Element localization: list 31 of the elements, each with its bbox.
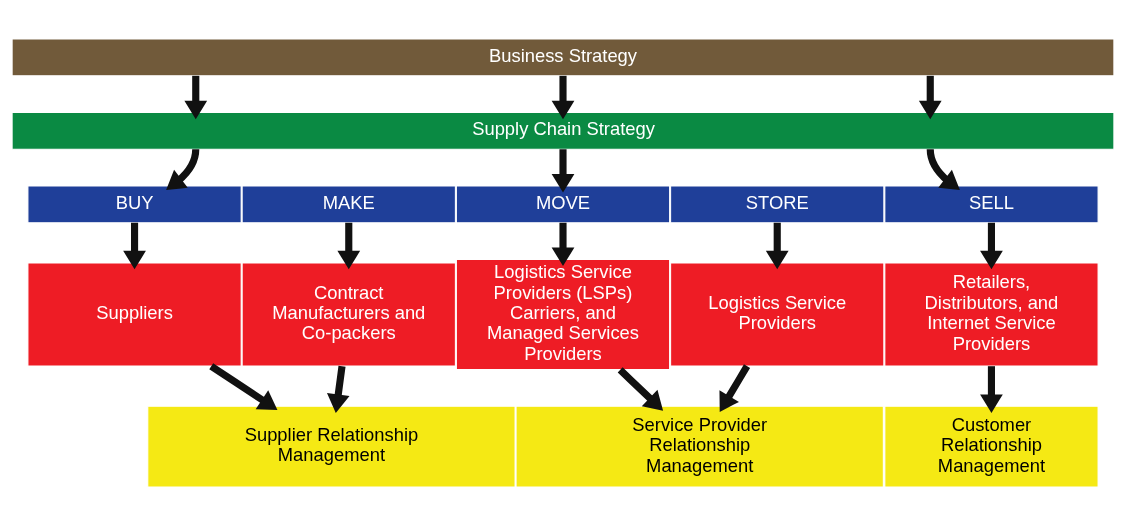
node-box: Supplier Relationship Management: [147, 405, 516, 487]
node-box: Contract Manufacturers and Co-packers: [241, 262, 456, 367]
arrow: [980, 222, 1003, 269]
arrow: [918, 75, 942, 119]
node-box: Service Provider Relationship Management: [515, 405, 884, 487]
arrow: [926, 148, 960, 190]
arrow: [326, 365, 350, 413]
arrow: [209, 362, 278, 410]
arrow: [123, 222, 146, 269]
arrow: [551, 222, 575, 266]
arrow: [980, 365, 1003, 413]
node-box: Retailers, Distributors, and Internet Service Providers: [884, 262, 1099, 367]
node-box: Logistics Service Providers: [670, 262, 885, 367]
node-box: Logistics Service Providers (LSPs) Carriers, and Managed Services Providers: [455, 258, 671, 370]
arrow: [719, 363, 751, 412]
arrow: [551, 148, 575, 193]
arrow: [617, 366, 664, 411]
arrow: [765, 222, 789, 269]
arrow: [184, 75, 208, 119]
arrow: [337, 222, 361, 269]
node-box: STORE: [670, 184, 885, 223]
node-box: Suppliers: [27, 262, 242, 367]
arrow: [166, 148, 200, 190]
node-box: Business Strategy: [11, 38, 1115, 76]
node-box: Supply Chain Strategy: [11, 111, 1115, 150]
node-box: SELL: [884, 184, 1099, 223]
node-box: MOVE: [455, 184, 671, 223]
node-box: BUY: [27, 184, 242, 223]
node-box: Customer Relationship Management: [884, 405, 1099, 487]
node-box: MAKE: [241, 184, 456, 223]
arrow: [551, 75, 575, 119]
